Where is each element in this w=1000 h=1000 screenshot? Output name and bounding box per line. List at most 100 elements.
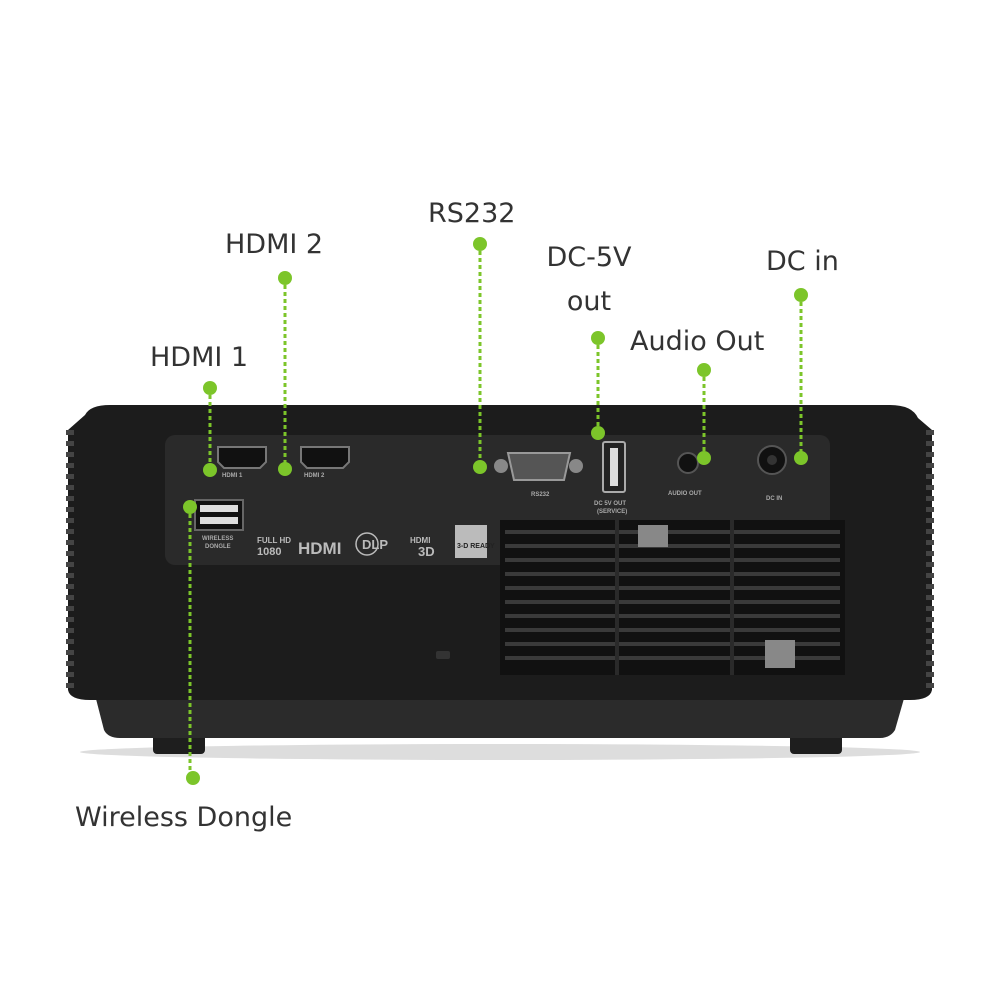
side-rib — [66, 485, 74, 490]
dc5v-panel-label-1: DC 5V OUT — [594, 501, 626, 507]
rs232-port[interactable] — [494, 452, 583, 481]
side-rib — [66, 595, 74, 600]
callout-rs232: RS232 — [428, 198, 515, 229]
vent-slat — [505, 614, 840, 618]
3d-ready-logo: 3-D READY — [457, 543, 495, 550]
side-rib — [926, 496, 934, 501]
vent-divider — [730, 520, 734, 675]
side-rib — [66, 463, 74, 468]
side-rib — [926, 562, 934, 567]
vent-slat — [505, 642, 840, 646]
side-rib — [66, 628, 74, 633]
vent-slat — [505, 656, 840, 660]
audio-out-panel-label: AUDIO OUT — [668, 491, 702, 497]
vent-slat — [505, 572, 840, 576]
callout-hdmi2: HDMI 2 — [225, 229, 323, 260]
side-rib — [66, 430, 74, 435]
side-rib — [926, 650, 934, 655]
callout-hdmi1: HDMI 1 — [150, 342, 248, 373]
callout-audio-out: Audio Out — [630, 326, 764, 357]
side-rib — [926, 617, 934, 622]
wireless-panel-label-2: DONGLE — [205, 544, 231, 550]
callout-dc5v-1: DC-5V — [546, 242, 632, 273]
hdmi-logo: HDMI — [298, 539, 341, 558]
vent-clip — [638, 525, 668, 547]
audio-out-jack[interactable] — [677, 452, 699, 474]
wireless-dongle-usb-port[interactable] — [194, 499, 244, 531]
side-rib — [926, 661, 934, 666]
side-rib — [66, 606, 74, 611]
vent-slat — [505, 530, 840, 534]
side-rib — [926, 551, 934, 556]
side-rib — [926, 606, 934, 611]
side-rib — [66, 617, 74, 622]
side-rib — [926, 584, 934, 589]
side-rib — [66, 441, 74, 446]
dc5v-usb-port[interactable] — [602, 441, 626, 493]
side-rib — [66, 584, 74, 589]
callout-dc-in: DC in — [766, 246, 839, 277]
hdmi3d-logo-1: HDMI — [410, 536, 430, 545]
side-rib — [926, 672, 934, 677]
side-rib — [66, 452, 74, 457]
dc-in-panel-label: DC IN — [766, 496, 782, 502]
kensington-lock — [436, 651, 450, 659]
side-rib — [926, 507, 934, 512]
side-rib — [66, 474, 74, 479]
rs232-panel-label: RS232 — [531, 492, 550, 498]
side-rib — [66, 529, 74, 534]
fullhd-logo-2: 1080 — [257, 546, 281, 558]
dlp-logo: DLP — [362, 537, 388, 552]
side-rib — [66, 661, 74, 666]
dlp-logo-ring — [355, 532, 379, 556]
side-rib — [926, 540, 934, 545]
side-rib — [66, 683, 74, 688]
side-rib — [66, 518, 74, 523]
callout-dc5v-2: out — [567, 286, 611, 317]
side-rib — [66, 672, 74, 677]
dc-in-jack[interactable] — [757, 445, 787, 475]
side-rib — [926, 518, 934, 523]
side-rib — [926, 452, 934, 457]
vent-slat — [505, 628, 840, 632]
side-rib — [66, 551, 74, 556]
side-rib — [66, 650, 74, 655]
side-rib — [926, 683, 934, 688]
hdmi2-port[interactable] — [300, 446, 350, 469]
projector-base — [95, 695, 905, 738]
hdmi2-panel-label: HDMI 2 — [304, 473, 325, 479]
dc5v-panel-label-2: (SERVICE) — [597, 509, 627, 515]
vent-slat — [505, 544, 840, 548]
side-rib — [66, 562, 74, 567]
side-rib — [66, 507, 74, 512]
hdmi3d-logo-2: 3D — [418, 544, 435, 559]
side-rib — [926, 639, 934, 644]
side-rib — [66, 573, 74, 578]
side-rib — [926, 463, 934, 468]
side-rib — [926, 474, 934, 479]
fullhd-logo-1: FULL HD — [257, 536, 291, 545]
side-rib — [926, 595, 934, 600]
hdmi1-panel-label: HDMI 1 — [222, 473, 243, 479]
side-rib — [926, 430, 934, 435]
vent-slats — [505, 520, 840, 675]
vent-clip — [765, 640, 795, 668]
vent-slat — [505, 558, 840, 562]
callout-leaders — [183, 237, 808, 785]
side-ribs — [66, 430, 934, 688]
3d-ready-badge — [455, 525, 487, 558]
side-rib — [926, 529, 934, 534]
vent-divider — [615, 520, 619, 675]
hdmi1-port[interactable] — [217, 446, 267, 469]
callout-wireless-dongle: Wireless Dongle — [75, 802, 292, 833]
side-rib — [66, 540, 74, 545]
wireless-panel-label-1: WIRELESS — [202, 536, 233, 542]
vent-slat — [505, 586, 840, 590]
side-rib — [66, 639, 74, 644]
side-rib — [926, 485, 934, 490]
floor-shadow — [80, 744, 920, 760]
side-rib — [926, 441, 934, 446]
side-rib — [926, 628, 934, 633]
vent-slat — [505, 600, 840, 604]
